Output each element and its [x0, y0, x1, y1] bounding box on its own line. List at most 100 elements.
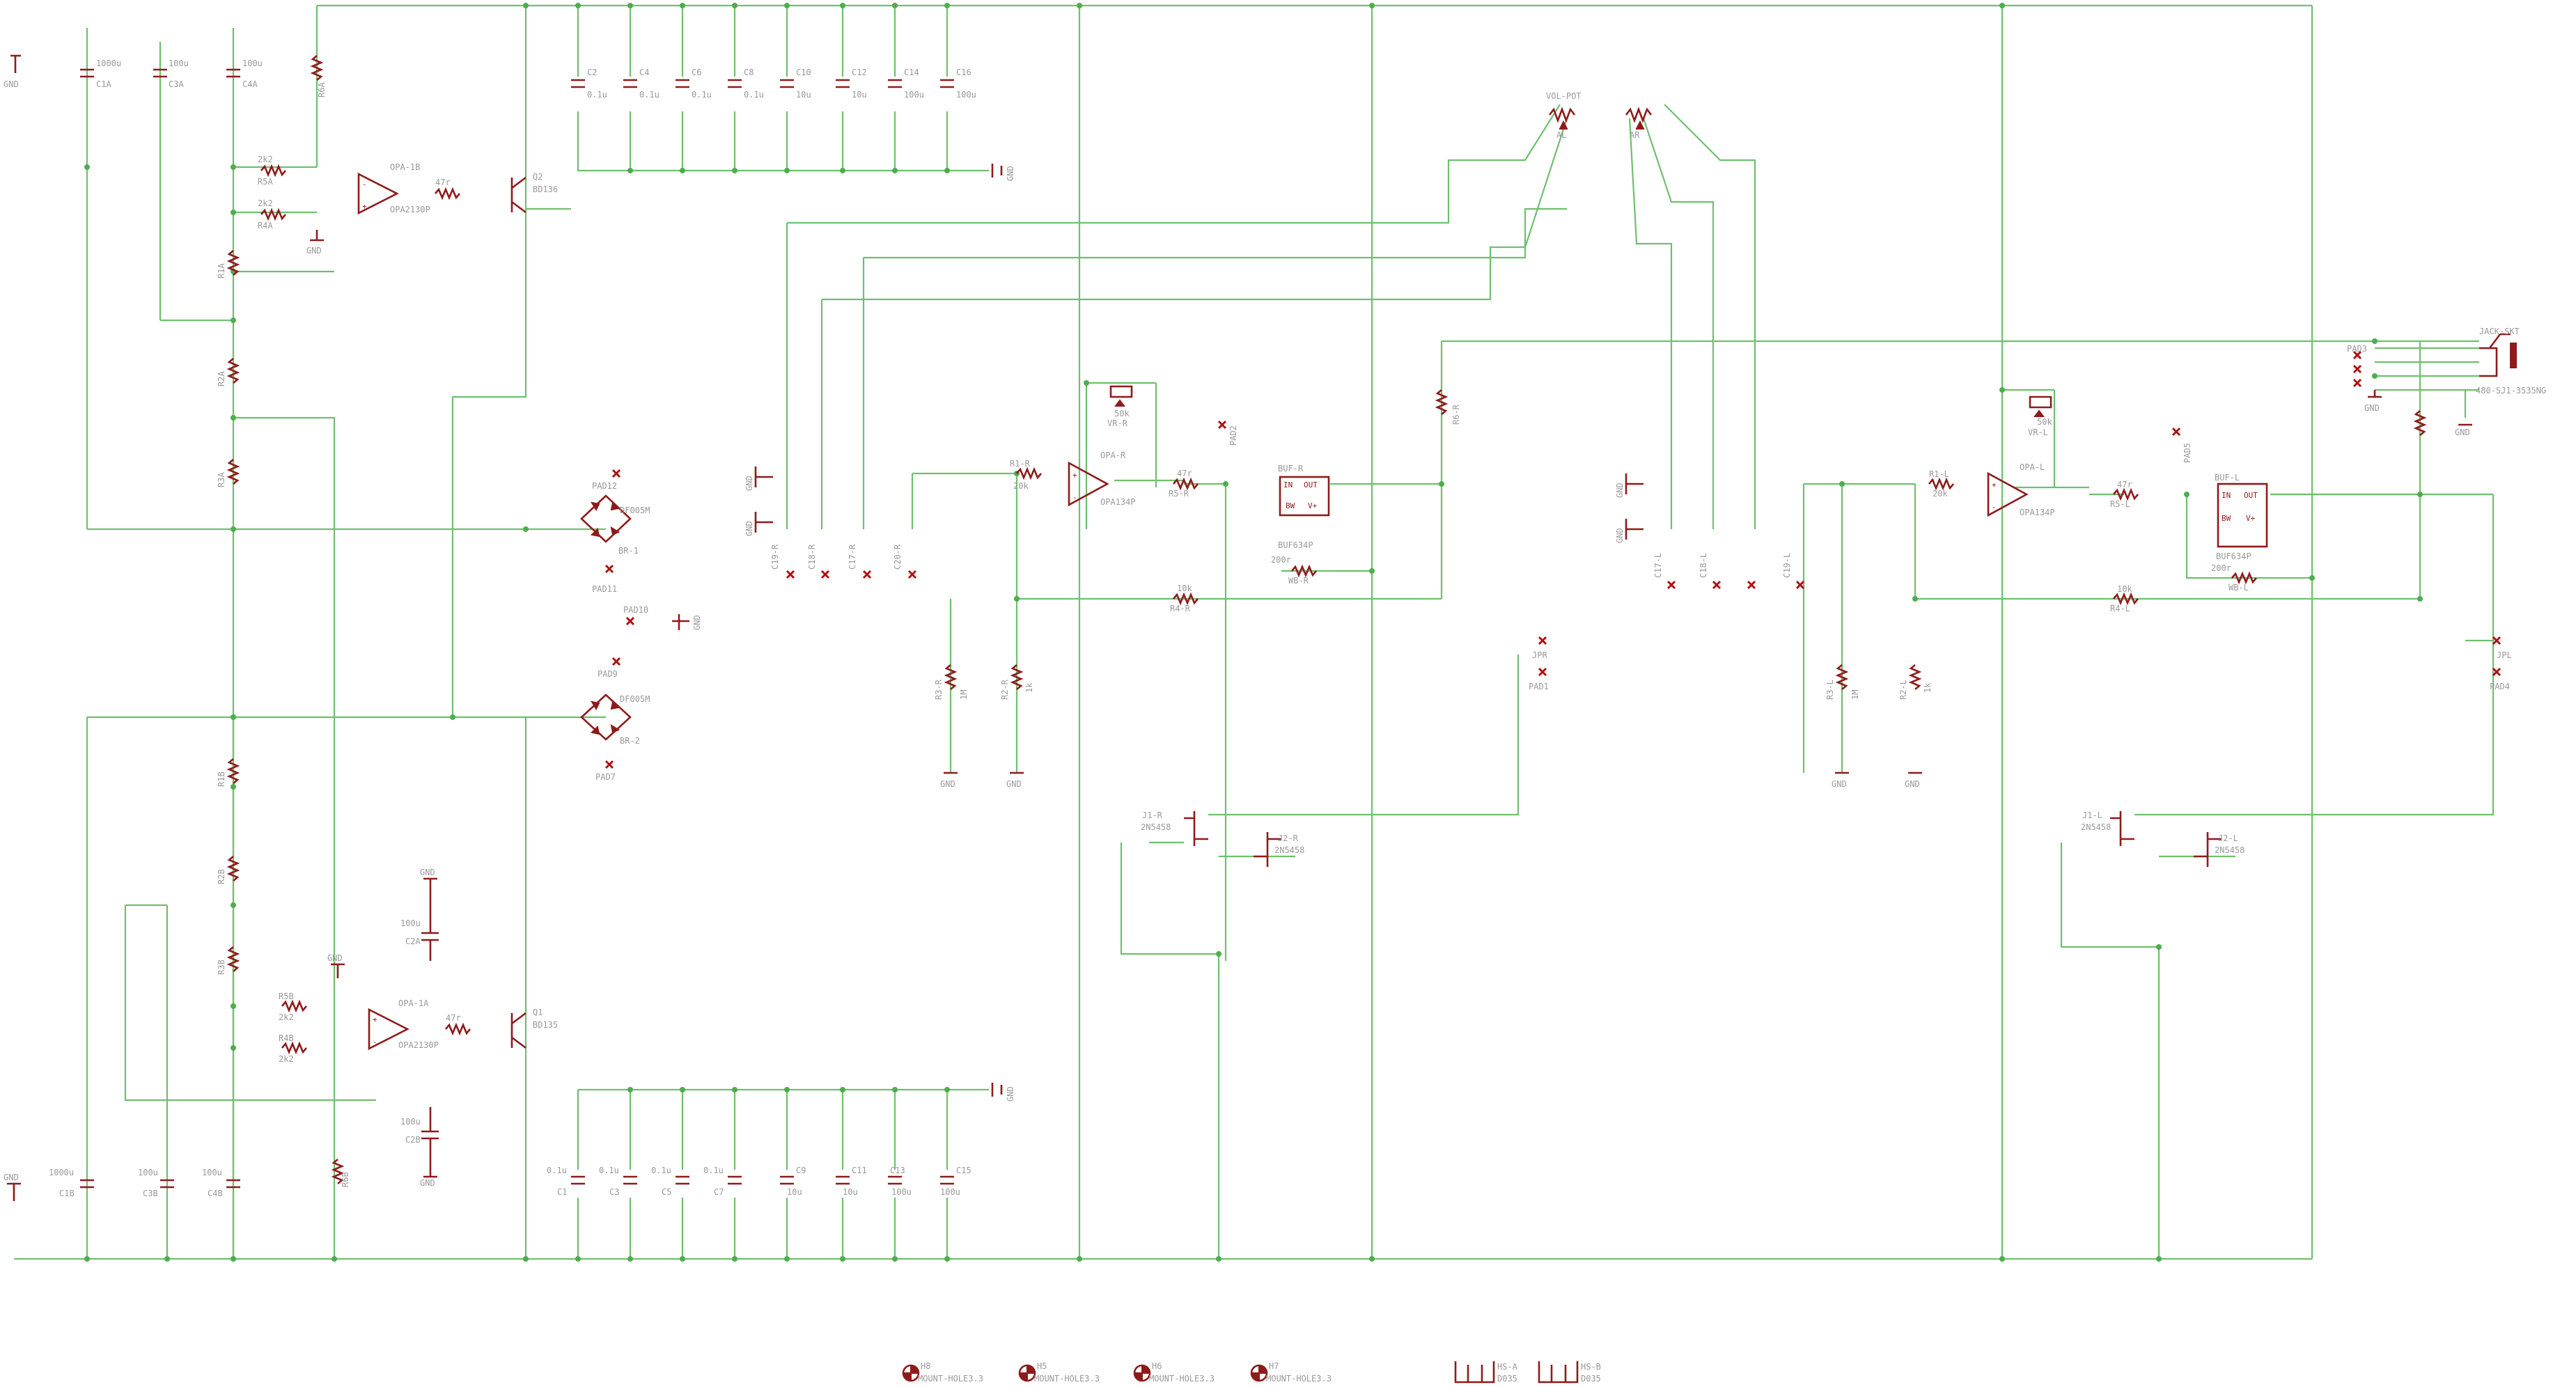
svg-text:2N5458: 2N5458 [2215, 845, 2245, 855]
svg-text:2N5458: 2N5458 [1274, 845, 1304, 855]
svg-text:C16: C16 [956, 68, 971, 77]
svg-text:VOL-POT: VOL-POT [1546, 91, 1582, 101]
svg-text:R3B: R3B [217, 959, 226, 975]
svg-text:WB-R: WB-R [1288, 576, 1309, 586]
svg-text:100u: 100u [400, 918, 421, 928]
svg-text:100u: 100u [202, 1168, 222, 1177]
svg-text:200r: 200r [1271, 555, 1291, 565]
mounting-hole-h6: H6 MOUNT-HOLE3.3 [1133, 1361, 1215, 1384]
gnd-symbol-bottom-left: GND [3, 1173, 21, 1201]
trimmer-vr-l: 50k VR-L [2028, 395, 2052, 437]
svg-text:R6-R: R6-R [1451, 404, 1461, 425]
svg-text:OPA-R: OPA-R [1100, 450, 1126, 460]
resistor-r4b: R4B 2k2 [279, 1033, 307, 1064]
capacitor-c1b: 1000u C1B [49, 1168, 94, 1198]
svg-text:GND: GND [744, 521, 754, 536]
svg-text:C1B: C1B [59, 1189, 75, 1198]
svg-text:-: - [1072, 493, 1077, 502]
svg-text:0.1u: 0.1u [651, 1166, 671, 1175]
svg-text:WB-L: WB-L [2228, 583, 2249, 593]
svg-text:C20-R: C20-R [893, 544, 903, 570]
svg-text:R2B: R2B [217, 869, 226, 884]
resistor-r4a: 2k2 R4A [258, 198, 286, 230]
svg-text:+: + [373, 1015, 377, 1024]
svg-text:J2-R: J2-R [1278, 833, 1299, 843]
resistor-r3-l: R3-L 1M GND [1825, 664, 1860, 789]
svg-text:C15: C15 [956, 1166, 971, 1175]
svg-text:C5: C5 [662, 1187, 671, 1197]
resistor-r6-r: R6-R [1435, 389, 1461, 425]
svg-text:J1-R: J1-R [1142, 810, 1163, 820]
svg-text:50k: 50k [1114, 409, 1130, 418]
svg-text:100u: 100u [904, 90, 924, 100]
gnd-symbols-right-mid: GND GND C17-L C18-L C19-L [1615, 473, 1805, 590]
svg-text:GND: GND [1006, 1086, 1015, 1102]
trimmer-vr-r: 50k VR-R [1107, 385, 1133, 428]
svg-text:C19-R: C19-R [770, 544, 780, 570]
svg-text:R4-L: R4-L [2110, 604, 2130, 613]
svg-text:2N5458: 2N5458 [1141, 822, 1171, 832]
svg-text:GND: GND [1006, 779, 1022, 789]
capacitor-c2b: GND 100u C2B [400, 1107, 439, 1188]
svg-text:C10: C10 [796, 68, 811, 77]
svg-text:VR-L: VR-L [2028, 428, 2048, 437]
resistor-r1-l: R1-L 20k [1928, 469, 1954, 499]
mounting-hole-h7: H7 MOUNT-HOLE3.3 [1250, 1361, 1332, 1384]
svg-text:0.1u: 0.1u [547, 1166, 567, 1175]
svg-text:AR: AR [1630, 130, 1640, 140]
pad-markers-power: PAD12 PAD11 PAD10 GND PAD9 PAD7 [592, 469, 702, 782]
svg-text:IN: IN [2222, 491, 2231, 500]
svg-text:D035: D035 [1497, 1374, 1517, 1384]
svg-text:R2-R: R2-R [1000, 679, 1010, 700]
opamp-opa-r: + - OPA-R OPA134P [1068, 450, 1136, 507]
mounting-hole-h8: H8 MOUNT-HOLE3.3 [902, 1361, 983, 1384]
resistor-r2-l: R2-L 1k GND [1898, 664, 1933, 789]
svg-text:0.1u: 0.1u [703, 1166, 724, 1175]
gnd-symbol-top-left: GND [3, 54, 21, 89]
resistor-r3-r: R3-R 1M GND [934, 664, 969, 789]
svg-text:GND: GND [1006, 166, 1015, 181]
resistor-r5a: 2k2 R5A [258, 155, 286, 187]
svg-text:10u: 10u [796, 90, 811, 100]
svg-text:GND: GND [744, 476, 754, 491]
svg-text:MOUNT-HOLE3.3: MOUNT-HOLE3.3 [1034, 1374, 1100, 1384]
svg-text:JPL: JPL [2497, 650, 2512, 660]
svg-text:GND: GND [940, 779, 955, 789]
svg-text:BW: BW [1286, 501, 1295, 510]
svg-text:VR-R: VR-R [1107, 418, 1128, 428]
svg-text:H5: H5 [1037, 1361, 1047, 1371]
jfet-j2-l: J2-L 2N5458 [2194, 832, 2245, 867]
svg-text:10u: 10u [852, 90, 867, 100]
svg-text:C3B: C3B [143, 1189, 158, 1198]
svg-text:C11: C11 [852, 1166, 867, 1175]
svg-text:OPA2130P: OPA2130P [390, 205, 430, 214]
svg-text:C19-L: C19-L [1782, 553, 1792, 578]
buffer-buf-l: IN OUT BW V+ BUF-L BUF634P [2215, 473, 2268, 561]
svg-text:2k2: 2k2 [279, 1012, 294, 1022]
svg-text:C13: C13 [890, 1166, 905, 1175]
svg-text:MOUNT-HOLE3.3: MOUNT-HOLE3.3 [918, 1374, 983, 1384]
svg-text:C1: C1 [557, 1187, 567, 1197]
svg-text:100u: 100u [940, 1187, 960, 1197]
svg-text:C17-R: C17-R [848, 544, 857, 570]
svg-text:R5-R: R5-R [1169, 489, 1189, 499]
svg-text:100u: 100u [138, 1168, 158, 1177]
resistor-r1-r: R1-R 20k [1010, 459, 1042, 491]
resistor-r4-r: 10k R4-R [1170, 583, 1199, 613]
svg-text:R5A: R5A [258, 177, 273, 187]
svg-text:-: - [362, 180, 367, 189]
heatsink-hs-b: HS-B D035 [1538, 1361, 1601, 1384]
svg-text:GND: GND [2364, 403, 2380, 413]
mounting-hole-h5: H5 MOUNT-HOLE3.3 [1018, 1361, 1100, 1384]
heatsink-hs-a: HS-A D035 [1454, 1361, 1518, 1384]
pad-markers-left: PAD5 JPL PAD4 [2171, 427, 2512, 691]
svg-text:PAD10: PAD10 [623, 605, 648, 615]
svg-text:C2B: C2B [405, 1135, 421, 1145]
svg-text:BD136: BD136 [533, 185, 558, 194]
svg-text:BW: BW [2222, 514, 2231, 523]
svg-text:BUF634P: BUF634P [1278, 540, 1313, 550]
resistor-wb-r: 200r WB-R [1271, 555, 1317, 586]
svg-text:10u: 10u [787, 1187, 802, 1197]
svg-text:GND: GND [692, 615, 702, 630]
